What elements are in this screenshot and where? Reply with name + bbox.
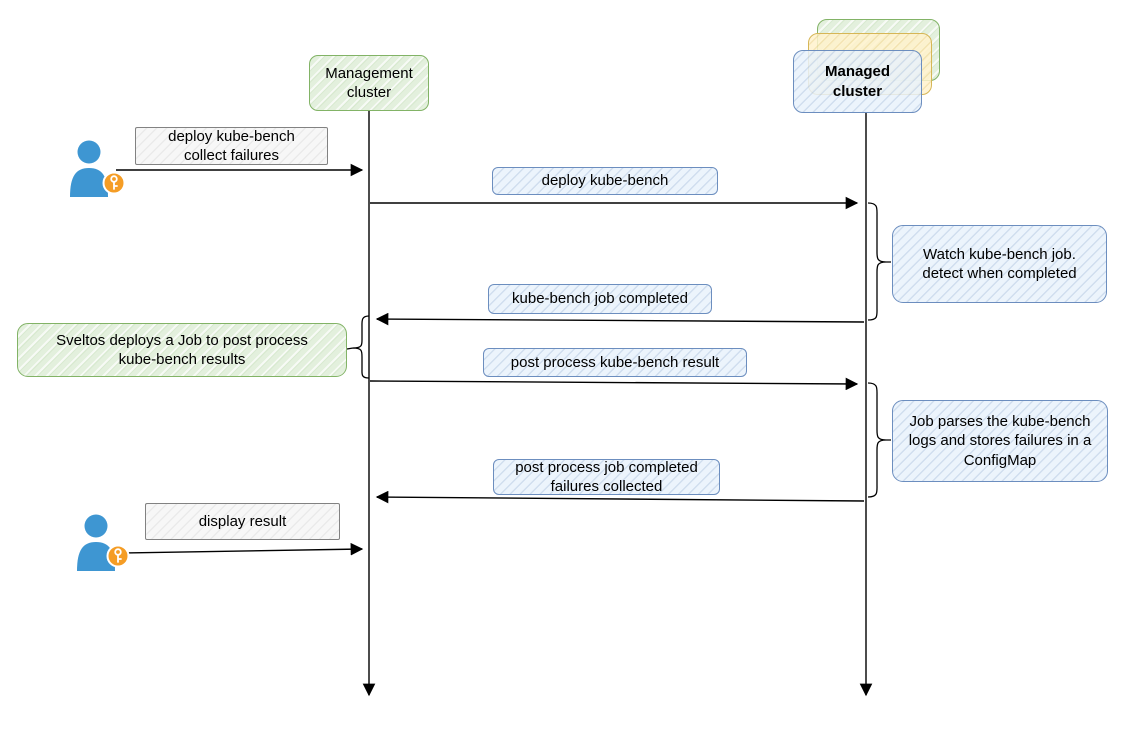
message-user-request: deploy kube-bench collect failures xyxy=(135,127,328,165)
message-post-process-done: post process job completed failures coll… xyxy=(493,459,720,495)
message-job-completed: kube-bench job completed xyxy=(488,284,712,314)
message-display-result: display result xyxy=(145,503,340,540)
brace-job-parses xyxy=(867,382,891,498)
management-cluster-header: Management cluster xyxy=(309,55,429,111)
user-bottom-icon xyxy=(77,514,130,571)
message-post-process: post process kube-bench result xyxy=(483,348,747,377)
note-sveltos: Sveltos deploys a Job to post process ku… xyxy=(17,323,347,377)
brace-watch-job xyxy=(867,202,891,321)
arrow-post-process-done xyxy=(375,490,865,504)
key-badge-icon xyxy=(106,544,130,568)
brace-sveltos xyxy=(346,315,370,379)
user-top-icon xyxy=(70,140,126,197)
note-job-parses: Job parses the kube-bench logs and store… xyxy=(892,400,1108,482)
note-watch-job: Watch kube-bench job. detect when comple… xyxy=(892,225,1107,303)
managed-cluster-header: Managed cluster xyxy=(793,50,922,113)
message-deploy-kube-bench: deploy kube-bench xyxy=(492,167,718,195)
arrow-job-completed xyxy=(375,312,865,326)
arrow-display-result xyxy=(123,542,364,556)
key-badge-icon xyxy=(102,171,126,195)
arrow-post-process xyxy=(369,377,859,391)
